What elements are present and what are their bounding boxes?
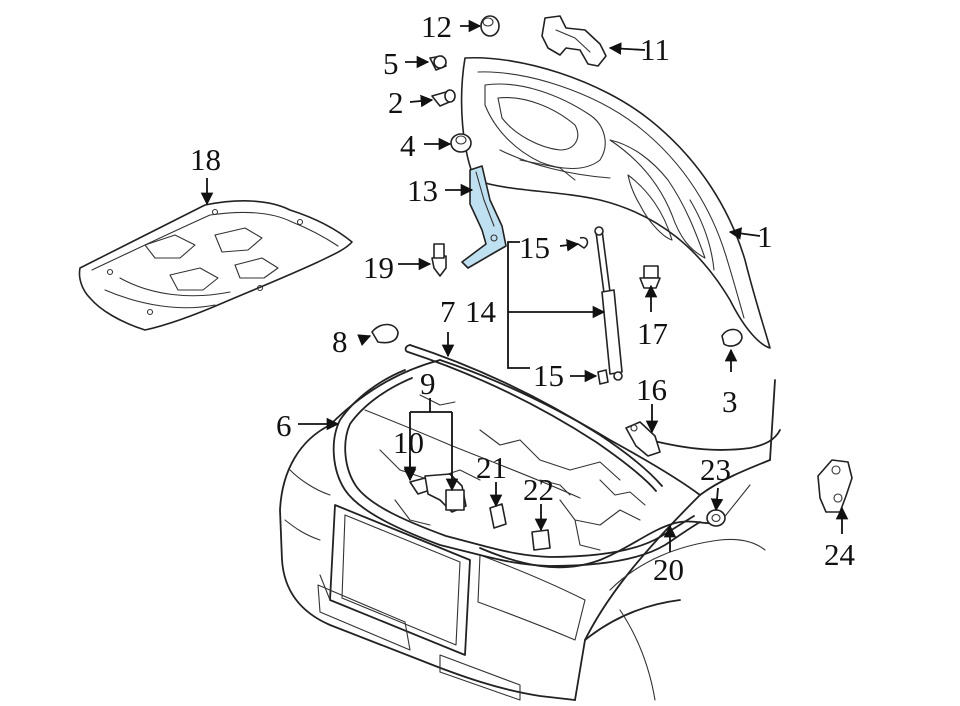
bolt-part-2: [431, 89, 456, 107]
callout-21: 21: [476, 450, 507, 485]
callout-11: 11: [640, 32, 670, 67]
bracket-part-11: [541, 15, 607, 67]
hood-part-1: [460, 56, 771, 349]
clip-part-15-upper: [577, 236, 589, 249]
hood-seal-part-6: [332, 369, 701, 567]
handle-part-22: [531, 529, 551, 551]
pin-part-19: [431, 243, 447, 277]
grommet-part-23: [706, 509, 726, 527]
callout-18: 18: [190, 142, 221, 177]
leader-lines: [200, 19, 849, 552]
release-cable-part-20: [479, 484, 751, 569]
callout-3: 3: [722, 384, 738, 419]
callout-8: 8: [332, 324, 348, 359]
callout-labels: 12 11 5 2 4 18 13 1 15 19 14 7 17 8 15 9…: [190, 9, 856, 587]
gas-strut-part-14: [594, 226, 623, 381]
callout-4: 4: [400, 128, 416, 163]
callout-14: 14: [465, 294, 497, 329]
lock-part-9: [424, 473, 467, 513]
callout-5: 5: [383, 46, 399, 81]
connector-part-21: [489, 503, 507, 529]
striker-part-16: [625, 421, 661, 457]
callout-10: 10: [393, 425, 424, 460]
seal-strip-part-7: [404, 344, 663, 492]
bracket-part-24: [817, 459, 853, 513]
callout-17: 17: [637, 316, 668, 351]
car-front-body: [279, 359, 781, 701]
grommet-part-4: [450, 133, 472, 153]
callout-15-upper: 15: [519, 230, 550, 265]
callout-15-lower: 15: [533, 358, 564, 393]
callout-24: 24: [824, 537, 856, 572]
bumper-part-12: [480, 15, 500, 37]
callout-9: 9: [420, 366, 436, 401]
callout-16: 16: [636, 372, 667, 407]
bolt-part-5: [429, 55, 447, 71]
stop-part-3: [721, 328, 743, 347]
callout-23: 23: [700, 452, 731, 487]
callout-7: 7: [440, 294, 456, 329]
callout-22: 22: [523, 472, 554, 507]
callout-19: 19: [363, 250, 394, 285]
clip-part-15-lower: [597, 369, 609, 385]
callout-6: 6: [276, 408, 292, 443]
clip-part-8: [371, 323, 399, 344]
callout-2: 2: [388, 85, 404, 120]
insulator-part-18: [78, 200, 353, 331]
callout-1: 1: [757, 219, 773, 254]
stud-part-17: [639, 265, 661, 289]
callout-12: 12: [421, 9, 452, 44]
callout-13: 13: [407, 173, 438, 208]
callout-20: 20: [653, 552, 684, 587]
